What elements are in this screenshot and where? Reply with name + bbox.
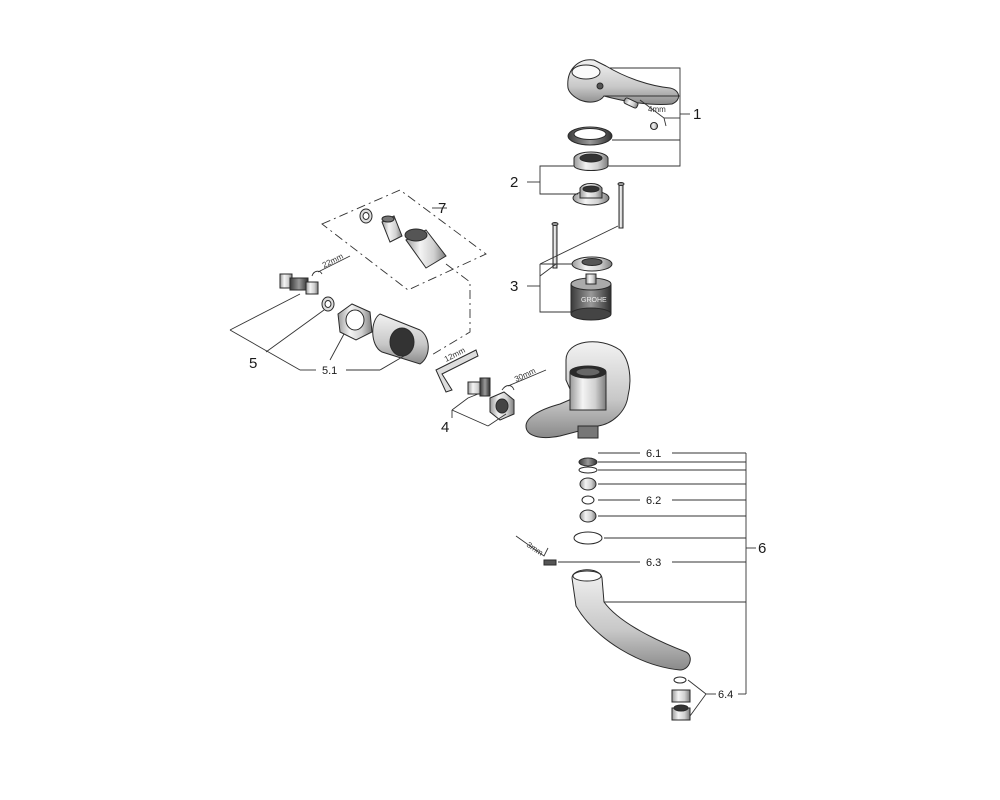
callout-6-1-label: 6.1: [646, 448, 661, 460]
callout-2-bracket: [527, 165, 578, 195]
svg-text:GROHE: GROHE: [581, 297, 607, 304]
callout-3-label: 3: [510, 278, 518, 295]
lever-handle: [567, 59, 679, 105]
callout-6-2-label: 6.2: [646, 495, 661, 507]
callout-6-label: 6: [758, 540, 766, 557]
union-nipple: [467, 377, 491, 397]
callout-5-1-label: 5.1: [322, 365, 337, 377]
spout-o-rings: [573, 457, 603, 545]
spanner-22mm-icon: [311, 255, 351, 277]
box-7-ring: [359, 208, 373, 224]
fixing-screw-right: [617, 182, 625, 229]
cartridge-clamp: [571, 256, 613, 272]
callout-2-label: 2: [510, 174, 518, 191]
callout-6-3-label: 6.3: [646, 557, 661, 569]
callout-1-bracket: [604, 67, 690, 167]
box-7-sleeve-small: [381, 215, 403, 243]
callout-1-label: 1: [693, 106, 701, 123]
wall-rosette: [372, 313, 429, 365]
callout-7-box: [321, 189, 487, 357]
callout-4-bracket: [451, 393, 507, 427]
aerator-parts: [671, 676, 691, 721]
callout-7-label: 7: [438, 200, 446, 217]
tap-body: [525, 341, 631, 439]
hex-4mm-label: 4mm: [648, 105, 666, 114]
spanner-30mm-label: 30mm: [513, 366, 537, 384]
spout-set-screw: [543, 559, 557, 566]
box-7-sleeve-large: [404, 228, 447, 269]
callout-3-bracket: [527, 225, 619, 313]
callout-5-bracket: [229, 293, 405, 371]
spanner-22mm-label: 22mm: [321, 252, 345, 270]
connection-nipple: [279, 273, 319, 295]
hex-3mm-label: 3mm: [525, 540, 545, 558]
callout-6-4-label: 6.4: [718, 689, 733, 701]
adapter-ring: [573, 151, 609, 171]
union-nut: [489, 391, 515, 421]
cap-ring: [567, 126, 613, 146]
guide-ring: [572, 183, 610, 206]
spanner-30mm-icon: [501, 369, 547, 391]
hex-key-3mm-icon: [515, 535, 549, 557]
callout-6-bracket: [558, 452, 756, 717]
washer-5: [321, 296, 335, 312]
fixing-screw-left: [551, 222, 559, 269]
callout-5-label: 5: [249, 355, 257, 372]
hex-adapter: [337, 303, 373, 341]
cartridge: GROHE: [570, 273, 612, 321]
spout: [571, 569, 691, 671]
hex-key-12mm-icon: [435, 349, 479, 393]
handle-screw: [623, 97, 658, 130]
callout-4-label: 4: [441, 419, 449, 436]
